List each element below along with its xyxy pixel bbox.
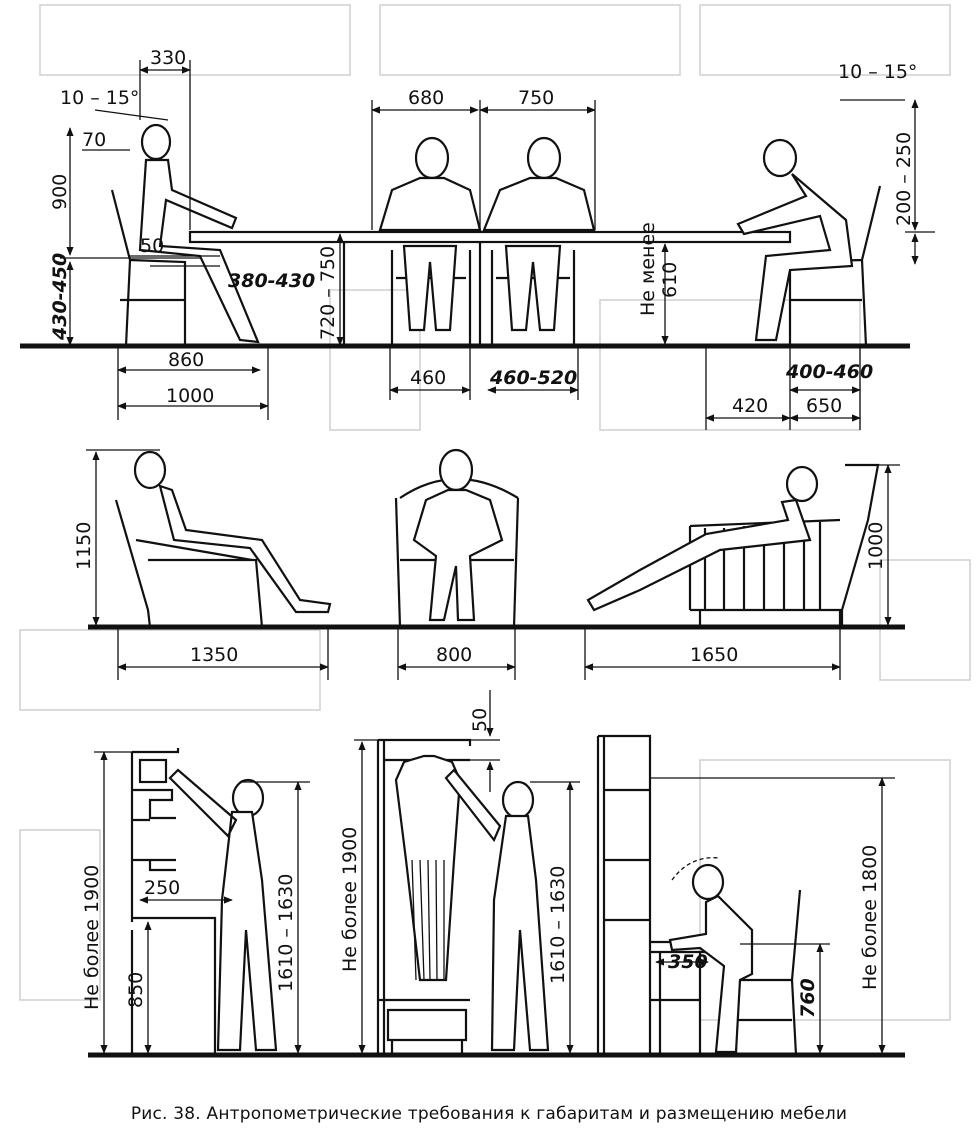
dim-860: 860 — [168, 349, 204, 371]
dim-70: 70 — [82, 129, 106, 151]
dim-850: 850 — [125, 972, 147, 1008]
armchair-left — [114, 450, 332, 628]
seated-person-right — [736, 138, 882, 347]
dim-50-wardrobe: 50 — [469, 708, 491, 732]
row3-dimensions — [94, 690, 895, 1054]
dim-460: 460 — [410, 367, 446, 389]
dim-ne-bolee-1900-a: Не более 1900 — [81, 865, 103, 1010]
seated-person-left — [110, 123, 260, 347]
dim-1650: 1650 — [690, 644, 738, 666]
dim-720-750: 720 – 750 — [317, 246, 339, 340]
dim-250: 250 — [144, 877, 180, 899]
dim-460-520: 460-520 — [489, 367, 577, 389]
desk-bookcase — [596, 734, 802, 1056]
dim-680: 680 — [408, 87, 444, 109]
dim-750: 750 — [518, 87, 554, 109]
row2-dimensions — [86, 449, 900, 680]
dim-1150: 1150 — [73, 522, 95, 570]
dim-330: 330 — [150, 47, 186, 69]
dim-angle-right: 10 – 15° — [838, 61, 917, 83]
row1-dimensions — [60, 60, 935, 430]
dim-350: 350 — [668, 951, 708, 973]
dim-1000-mid: 1000 — [865, 522, 887, 570]
dining-table — [188, 230, 792, 346]
dim-angle-left: 10 – 15° — [60, 87, 139, 109]
front-person-2 — [482, 136, 596, 346]
dim-ne-menee: Не менее — [637, 222, 659, 316]
anthropometric-diagram: 330 10 – 15° 70 900 50 380-430 430-450 8… — [19, 4, 971, 1058]
dim-430-450: 430-450 — [49, 253, 71, 341]
dim-50-table: 50 — [140, 235, 164, 257]
dim-200-250: 200 – 250 — [893, 132, 915, 226]
background-bleed — [19, 4, 971, 1021]
dim-ne-bolee-1900-b: Не более 1900 — [339, 827, 361, 972]
wall-shelf-unit — [130, 748, 278, 1055]
dim-1350: 1350 — [190, 644, 238, 666]
dim-1610-1630-a: 1610 – 1630 — [275, 874, 297, 992]
dim-420: 420 — [732, 395, 768, 417]
dim-400-460: 400-460 — [785, 361, 873, 383]
front-person-1 — [378, 136, 482, 346]
armchair-front — [394, 448, 520, 628]
lounge-chair-right — [586, 463, 880, 627]
figure-caption: Рис. 38. Антропометрические требования к… — [130, 1104, 848, 1124]
dim-1610-1630-b: 1610 – 1630 — [547, 866, 569, 984]
dim-760: 760 — [797, 978, 819, 1018]
dim-900: 900 — [49, 174, 71, 210]
dim-1000-top: 1000 — [166, 385, 214, 407]
wardrobe — [376, 738, 550, 1055]
dim-610: 610 — [659, 262, 681, 298]
dim-ne-bolee-1800: Не более 1800 — [859, 845, 881, 990]
dim-380-430: 380-430 — [228, 270, 315, 292]
dim-800: 800 — [436, 644, 472, 666]
dim-650: 650 — [806, 395, 842, 417]
